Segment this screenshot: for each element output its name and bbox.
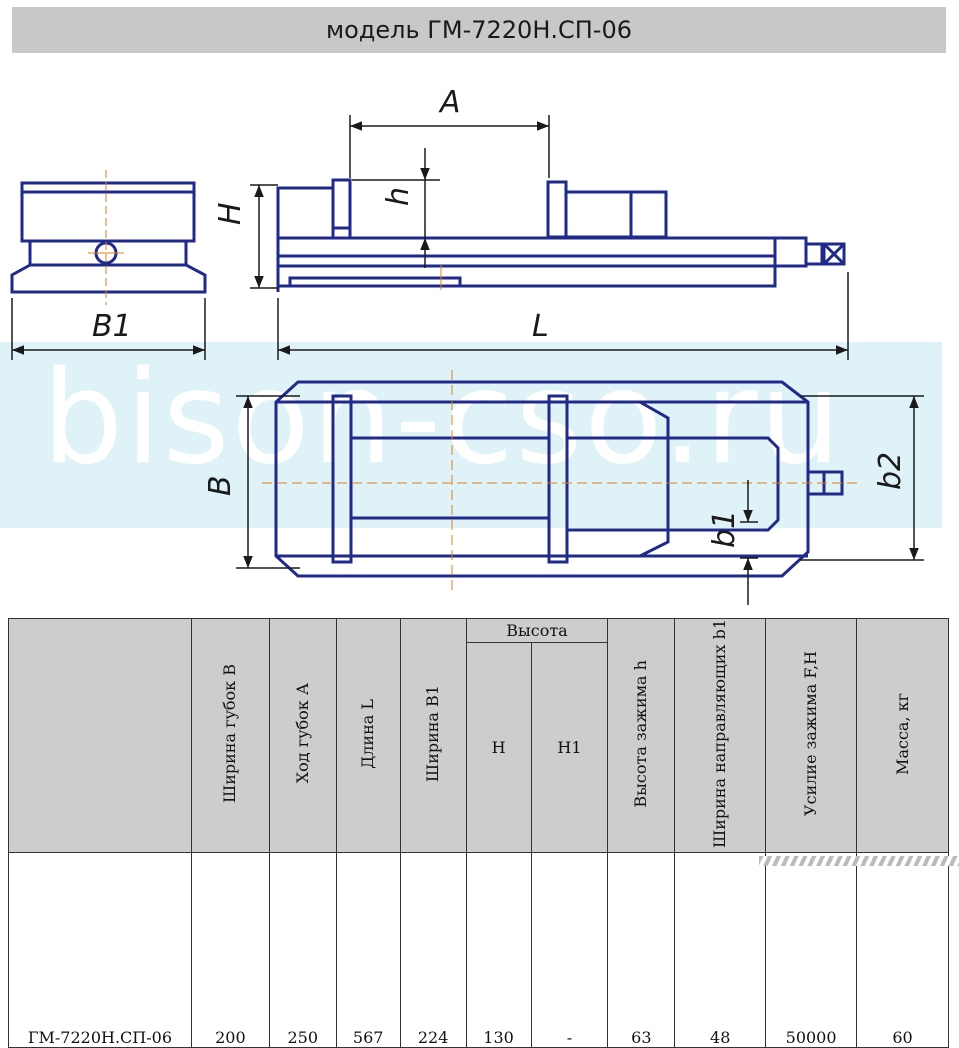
- h-small-dimension: [352, 148, 440, 268]
- watermark-band: [0, 342, 942, 528]
- label-B: B: [203, 475, 238, 496]
- cell-clamp-force: 50000: [765, 852, 858, 1048]
- b2-dimension: [800, 395, 924, 561]
- cell-clamp-height: 63: [607, 852, 676, 1048]
- header-length: Длина L: [335, 617, 401, 854]
- cell-height-H1: -: [530, 852, 609, 1048]
- title-bar: модель ГМ-7220Н.СП-06: [12, 7, 946, 53]
- label-L: L: [532, 309, 549, 344]
- header-clamp-height: Высота зажима h: [607, 617, 676, 854]
- header-jaw-width: Ширина губок В: [190, 617, 270, 854]
- cell-jaw-width: 200: [190, 852, 270, 1048]
- label-A: A: [438, 85, 461, 120]
- header-clamp-force: Усилие зажима F,H: [765, 617, 858, 854]
- decorative-stripes: [759, 856, 959, 866]
- header-width-b1: Ширина В1: [399, 617, 467, 854]
- cell-jaw-travel: 250: [268, 852, 337, 1048]
- header-mass: Масса, кг: [856, 617, 949, 854]
- label-H: H: [213, 202, 248, 225]
- header-height-H: H: [465, 641, 532, 854]
- b-dimension: [236, 395, 300, 569]
- b1-dimension: [11, 298, 206, 360]
- table-row: ГМ-7220Н.СП-06 200 250 567 224 130 - 63 …: [8, 852, 949, 1048]
- cell-width-b1: 224: [399, 852, 467, 1048]
- label-B1: B1: [92, 309, 132, 344]
- technical-drawing: B1 A H h: [10, 85, 924, 605]
- front-view: [10, 181, 207, 294]
- header-height-group: Высота: [465, 618, 609, 643]
- b1-small-dimension: [740, 480, 758, 605]
- label-h: h: [381, 187, 416, 206]
- watermark-text: bison-cso.ru: [42, 344, 843, 493]
- page-title: модель ГМ-7220Н.СП-06: [325, 16, 633, 44]
- label-b2: b2: [873, 452, 908, 490]
- a-dimension: [349, 115, 550, 178]
- cell-height-H: 130: [465, 852, 532, 1048]
- cell-length: 567: [335, 852, 401, 1048]
- h-big-dimension: [250, 184, 278, 289]
- header-jaw-travel: Ход губок А: [268, 617, 337, 854]
- spec-table: Ширина губок В Ход губок А Длина L Ширин…: [8, 617, 949, 1048]
- cell-guide-width: 48: [674, 852, 767, 1048]
- header-model: [8, 617, 192, 854]
- l-dimension: [277, 272, 849, 360]
- cell-mass: 60: [856, 852, 949, 1048]
- label-b1: b1: [707, 510, 742, 548]
- header-guide-width: Ширина направляющих b1: [674, 617, 767, 854]
- top-view: [274, 380, 844, 578]
- header-height-H1: H1: [530, 641, 609, 854]
- cell-model: ГМ-7220Н.СП-06: [8, 852, 192, 1048]
- side-view: [276, 178, 846, 292]
